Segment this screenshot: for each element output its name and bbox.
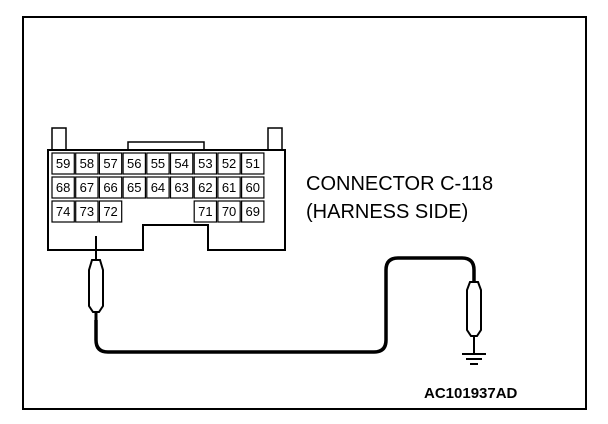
connector-pin-label: 60 (246, 180, 260, 195)
connector-pin-label: 58 (80, 156, 94, 171)
ground-probe (466, 281, 482, 354)
connector-pin-cell (241, 200, 265, 223)
connector-pin-cell (51, 200, 75, 223)
connector-pin-cell (169, 152, 194, 175)
connector-pin-label: 74 (56, 204, 70, 219)
ground-icon (462, 353, 486, 365)
connector-pin-label: 70 (222, 204, 236, 219)
connector-pin-label: 71 (198, 204, 212, 219)
connector-pin-cell (217, 152, 241, 175)
connector-pin-cell (241, 152, 265, 175)
connector-pin-label: 54 (174, 156, 188, 171)
connector-pin-label: 61 (222, 180, 236, 195)
connector-pin-cell (193, 152, 218, 175)
connector-label-line1: CONNECTOR C-118 (306, 173, 493, 195)
connector-outline (47, 149, 286, 251)
connector-pin-label: 68 (56, 180, 70, 195)
connector-pin-label: 56 (127, 156, 141, 171)
connector-pin-cell (75, 152, 99, 175)
connector-pin-cell (122, 176, 146, 199)
connector-pin-label: 57 (103, 156, 117, 171)
diagram-frame (22, 16, 587, 410)
connector-pin-label: 69 (246, 204, 260, 219)
connector-c118: 59 58 57 56 55 54 53 52 51 68 67 66 65 64 63 62 61 60 74 73… (47, 127, 286, 251)
connector-pin-cell (75, 176, 99, 199)
connector-pin-label: 55 (151, 156, 165, 171)
connector-pin-label: 72 (103, 204, 117, 219)
figure-code: AC101937AD (424, 385, 518, 402)
connector-pin-cell (193, 176, 218, 199)
connector-pin-label: 53 (198, 156, 212, 171)
connector-pin-label: 52 (222, 156, 236, 171)
connector-pin-label: 62 (198, 180, 212, 195)
connector-pin-label: 59 (56, 156, 70, 171)
connector-pin-label: 51 (246, 156, 260, 171)
pin-grid: 59 58 57 56 55 54 53 52 51 68 67 66 65 64 63 62 61 60 74 73… (51, 152, 265, 223)
connector-pin-cell (193, 200, 218, 223)
connector-pin-cell (51, 152, 75, 175)
connector-pin-label: 67 (80, 180, 94, 195)
connector-pin-label: 66 (103, 180, 117, 195)
connector-pin-label: 64 (151, 180, 165, 195)
connector-pin-cell (122, 152, 146, 175)
connector-pin-cell (98, 176, 123, 199)
connector-left-tab (51, 127, 67, 151)
connector-pin-cell (51, 176, 75, 199)
connector-right-tab (267, 127, 283, 151)
connector-pin-cell (75, 200, 99, 223)
connector-pin-cell (217, 200, 241, 223)
connector-label-line2: (HARNESS SIDE) (306, 201, 468, 223)
connector-pin-cell (169, 176, 194, 199)
connector-pin-label: 73 (80, 204, 94, 219)
connector-pin-label: 65 (127, 180, 141, 195)
connector-pin-cell (241, 176, 265, 199)
connector-pin-cell (217, 176, 241, 199)
connector-pin-cell (98, 152, 123, 175)
connector-pin-cell (98, 200, 123, 223)
connector-pin-cell (146, 176, 170, 199)
connector-key (127, 141, 205, 151)
harness-wire (94, 256, 476, 354)
connector-pin-label: 63 (174, 180, 188, 195)
connector-probe (88, 236, 104, 320)
connector-pin-cell (146, 152, 170, 175)
